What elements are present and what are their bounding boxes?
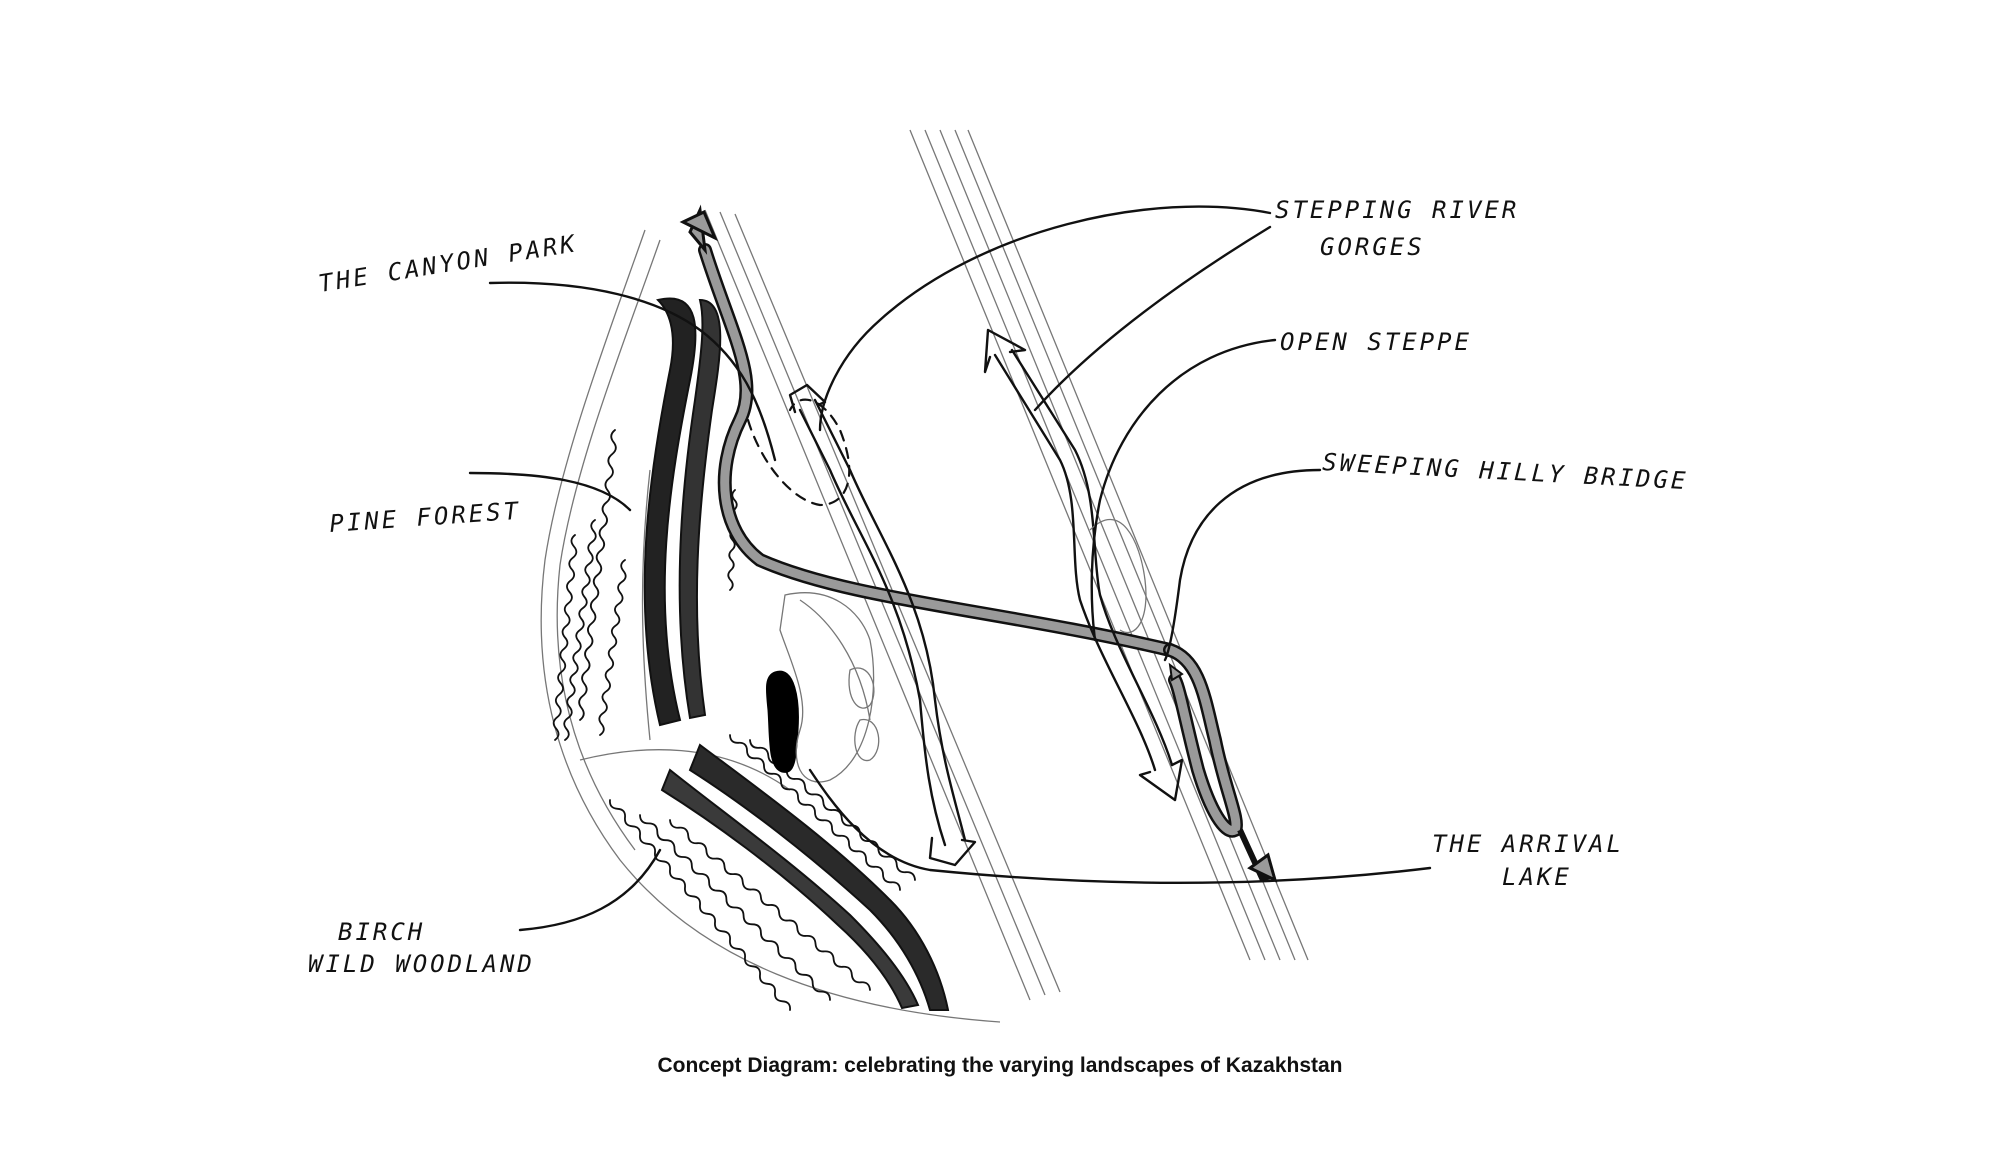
label-hilly-bridge: SWEEPING HILLY BRIDGE (1322, 448, 1689, 495)
woodland-squiggle (610, 800, 790, 1010)
woodland-squiggle (599, 560, 625, 735)
diagram-caption: Concept Diagram: celebrating the varying… (0, 1054, 2000, 1078)
pine-forest-strips (643, 298, 721, 740)
label-pine-forest: PINE FOREST (328, 497, 521, 538)
woodland-squiggle (554, 535, 577, 740)
label-canyon-park: THE CANYON PARK (317, 229, 580, 298)
river-gorges-path (790, 385, 975, 865)
label-lake: LAKE (1502, 863, 1572, 891)
label-birch: BIRCH (338, 918, 425, 946)
woodland-squiggle (579, 430, 616, 720)
canyon-park-path (683, 210, 1170, 650)
label-wild-woodland: WILD WOODLAND (308, 950, 535, 978)
leader-lines (470, 207, 1430, 930)
label-open-steppe: OPEN STEPPE (1280, 328, 1472, 356)
label-river-gorges-2: GORGES (1320, 233, 1425, 261)
labels: THE CANYON PARK PINE FOREST BIRCH WILD W… (308, 196, 1689, 978)
highway-corridor (910, 130, 1308, 960)
arrival-lake (766, 671, 798, 772)
label-arrival: THE ARRIVAL (1432, 830, 1624, 858)
label-river-gorges-1: STEPPING RIVER (1275, 196, 1519, 224)
